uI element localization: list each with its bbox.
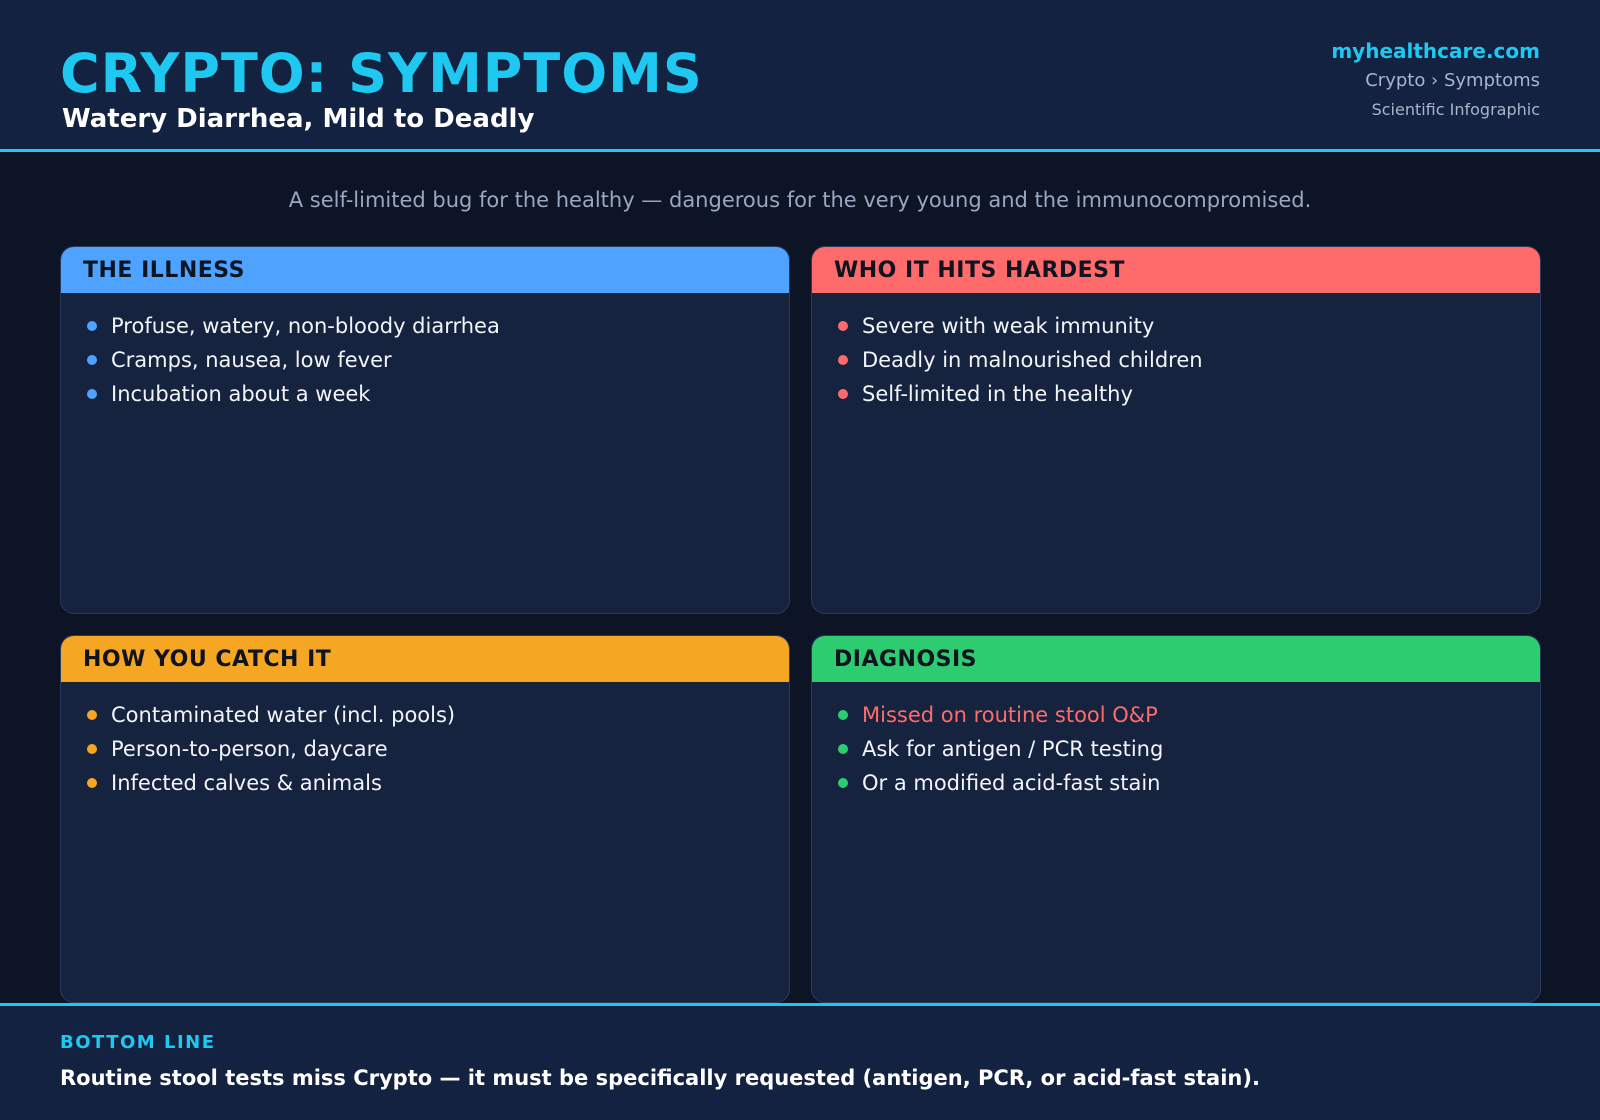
infographic-kind: Scientific Infographic [1371, 100, 1540, 119]
bullet-icon [87, 744, 97, 754]
list-item: Severe with weak immunity [838, 309, 1540, 343]
list-item: Infected calves & animals [87, 766, 789, 800]
list-item: Or a modified acid-fast stain [838, 766, 1540, 800]
card-diagnosis-list: Missed on routine stool O&P Ask for anti… [812, 682, 1540, 800]
list-item-text: Profuse, watery, non-bloody diarrhea [111, 314, 500, 338]
list-item-text: Ask for antigen / PCR testing [862, 737, 1164, 761]
bullet-icon [838, 355, 848, 365]
list-item: Profuse, watery, non-bloody diarrhea [87, 309, 789, 343]
list-item-text-warning: Missed on routine stool O&P [862, 703, 1158, 727]
card-diagnosis: DIAGNOSIS Missed on routine stool O&P As… [811, 635, 1541, 1003]
bullet-icon [87, 389, 97, 399]
list-item: Deadly in malnourished children [838, 343, 1540, 377]
list-item: Ask for antigen / PCR testing [838, 732, 1540, 766]
card-illness-title: THE ILLNESS [61, 247, 789, 293]
list-item-text: Or a modified acid-fast stain [862, 771, 1161, 795]
bullet-icon [838, 389, 848, 399]
list-item: Self-limited in the healthy [838, 377, 1540, 411]
list-item-text: Severe with weak immunity [862, 314, 1155, 338]
card-illness-list: Profuse, watery, non-bloody diarrhea Cra… [61, 293, 789, 411]
list-item-text: Person-to-person, daycare [111, 737, 388, 761]
list-item: Missed on routine stool O&P [838, 698, 1540, 732]
card-hardest: WHO IT HITS HARDEST Severe with weak imm… [811, 246, 1541, 614]
bullet-icon [87, 710, 97, 720]
card-catch-title: HOW YOU CATCH IT [61, 636, 789, 682]
list-item-text: Self-limited in the healthy [862, 382, 1133, 406]
card-catch-list: Contaminated water (incl. pools) Person-… [61, 682, 789, 800]
list-item-text: Contaminated water (incl. pools) [111, 703, 456, 727]
bullet-icon [87, 778, 97, 788]
header: CRYPTO: SYMPTOMS Watery Diarrhea, Mild t… [0, 0, 1600, 152]
brand-link[interactable]: myhealthcare.com [1331, 39, 1540, 63]
page-subtitle: Watery Diarrhea, Mild to Deadly [62, 104, 535, 134]
list-item-text: Infected calves & animals [111, 771, 382, 795]
bottom-line-label: BOTTOM LINE [60, 1032, 216, 1053]
page-title: CRYPTO: SYMPTOMS [60, 42, 703, 105]
bullet-icon [838, 744, 848, 754]
list-item: Incubation about a week [87, 377, 789, 411]
list-item-text: Incubation about a week [111, 382, 371, 406]
bullet-icon [838, 710, 848, 720]
bullet-icon [87, 321, 97, 331]
bullet-icon [838, 778, 848, 788]
list-item: Cramps, nausea, low fever [87, 343, 789, 377]
intro-text: A self-limited bug for the healthy — dan… [288, 188, 1312, 212]
list-item: Person-to-person, daycare [87, 732, 789, 766]
bullet-icon [838, 321, 848, 331]
bottom-line-text: Routine stool tests miss Crypto — it mus… [60, 1066, 1260, 1090]
list-item-text: Deadly in malnourished children [862, 348, 1203, 372]
card-catch: HOW YOU CATCH IT Contaminated water (inc… [60, 635, 790, 1003]
card-hardest-title: WHO IT HITS HARDEST [812, 247, 1540, 293]
bottom-line-panel: BOTTOM LINE Routine stool tests miss Cry… [0, 1003, 1600, 1120]
card-hardest-list: Severe with weak immunity Deadly in maln… [812, 293, 1540, 411]
card-illness: THE ILLNESS Profuse, watery, non-bloody … [60, 246, 790, 614]
card-diagnosis-title: DIAGNOSIS [812, 636, 1540, 682]
breadcrumb: Crypto › Symptoms [1365, 70, 1540, 91]
list-item-text: Cramps, nausea, low fever [111, 348, 392, 372]
list-item: Contaminated water (incl. pools) [87, 698, 789, 732]
bullet-icon [87, 355, 97, 365]
